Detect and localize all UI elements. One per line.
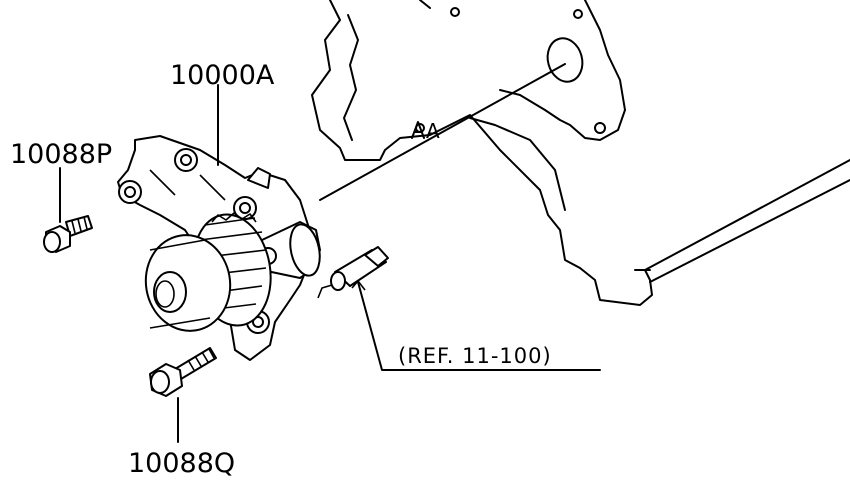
pump-part-number-label: 10000A [170,60,275,91]
water-pump-assembly [117,135,321,361]
pump-alignment-line [319,63,566,201]
short-bolt-part-number-label: 10088P [10,139,112,170]
sealant-tube [317,246,389,299]
cover-mark-label: A [426,119,440,143]
bolt-short [43,215,93,253]
bolt-long [149,347,217,397]
timing-cover: A [311,0,850,306]
reference-label: (REF. 11-100) [398,344,552,368]
leader-lines [59,84,601,443]
long-bolt-part-number-label: 10088Q [128,448,235,479]
